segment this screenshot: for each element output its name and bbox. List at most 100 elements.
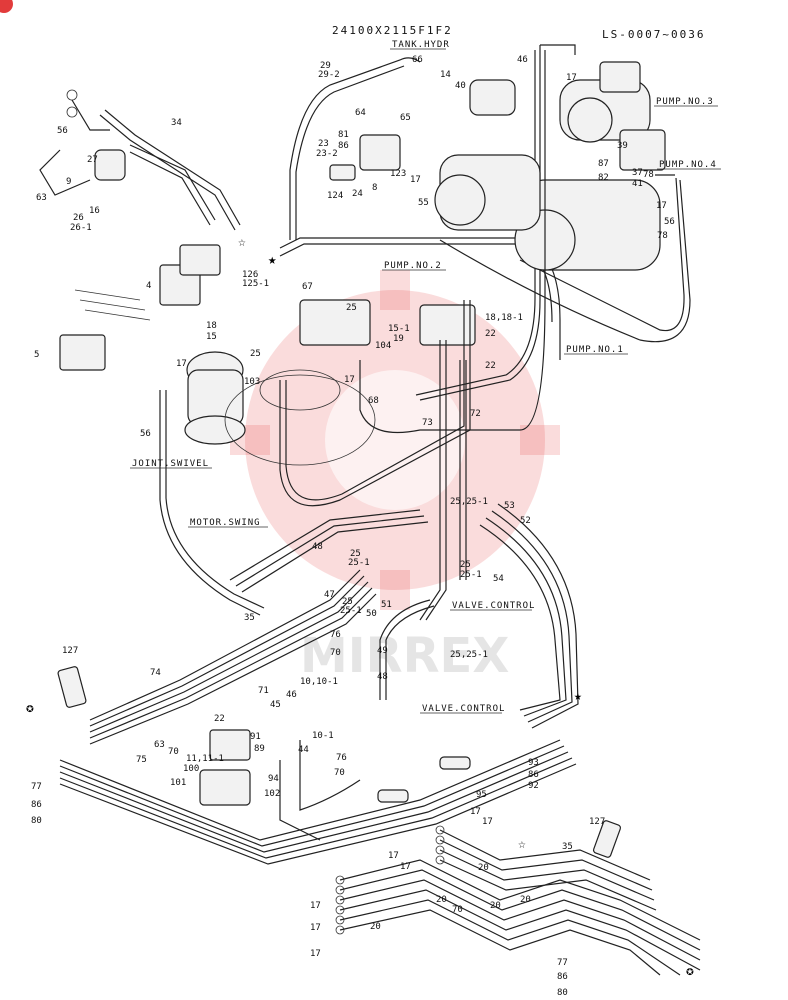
- callout: 65: [400, 113, 411, 123]
- callout: 25-1: [460, 570, 482, 580]
- callout: 47: [324, 590, 335, 600]
- callout: 10-1: [312, 731, 334, 741]
- callout: 73: [422, 418, 433, 428]
- callout: 25,25-1: [450, 650, 488, 660]
- callout: 15: [206, 332, 217, 342]
- callout: 15-1: [388, 324, 410, 334]
- callout: 103: [244, 377, 260, 387]
- callout: 48: [377, 672, 388, 682]
- star-marker-icon: ✪: [26, 701, 34, 716]
- callout: 77: [31, 782, 42, 792]
- caption-pump-no3: PUMP.NO.3: [656, 97, 714, 107]
- callout: 86: [31, 800, 42, 810]
- callout: 9: [66, 177, 71, 187]
- clamp-plate-127-left: [57, 666, 87, 708]
- callout: 123: [390, 169, 406, 179]
- callout: 102: [264, 789, 280, 799]
- callout: 16: [89, 206, 100, 216]
- callout: 46: [286, 690, 297, 700]
- callout: 20: [490, 901, 501, 911]
- callout: 17: [410, 175, 421, 185]
- caption-pump-no1: PUMP.NO.1: [566, 345, 624, 355]
- pump-no3: [559, 61, 651, 143]
- star-outline-icon: ☆: [518, 837, 526, 852]
- callout: 92: [528, 781, 539, 791]
- callout: 56: [664, 217, 675, 227]
- callout: 39: [617, 141, 628, 151]
- callout: 25: [342, 597, 353, 607]
- callout: 63: [154, 740, 165, 750]
- caption-valve-control-1: VALVE.CONTROL: [452, 601, 535, 611]
- callout: 63: [36, 193, 47, 203]
- callout: 18,18-1: [485, 313, 523, 323]
- callout: 18: [206, 321, 217, 331]
- callout-labels: 29 29-2 66 14 40 46 17 64 65 81 86 23 23…: [31, 55, 675, 998]
- callout: 25-1: [340, 606, 362, 616]
- callout: 49: [377, 646, 388, 656]
- fittings-bottom-right: [335, 825, 445, 935]
- callout: 101: [170, 778, 186, 788]
- callout: 17: [482, 817, 493, 827]
- callout: 25: [460, 560, 471, 570]
- star-marker-icon: ★: [268, 252, 277, 268]
- callout: 89: [254, 744, 265, 754]
- callout: 70: [452, 905, 463, 915]
- callout: 126: [242, 270, 258, 280]
- callout: 5: [34, 350, 39, 360]
- callout: 22: [214, 714, 225, 724]
- callout: 48: [312, 542, 323, 552]
- callout: 44: [298, 745, 309, 755]
- caption-pump-no2: PUMP.NO.2: [384, 261, 442, 271]
- pilot-lever-group: [39, 89, 241, 231]
- callout: 23: [318, 139, 329, 149]
- callout: 17: [310, 923, 321, 933]
- callout: 10,10-1: [300, 677, 338, 687]
- callout: 100: [183, 764, 199, 774]
- callout: 70: [334, 768, 345, 778]
- control-valve-upper: [299, 299, 476, 346]
- part-code: 24100X2115F1F2: [332, 24, 453, 37]
- callout: 17: [400, 862, 411, 872]
- callout: 45: [270, 700, 281, 710]
- callout: 125-1: [242, 279, 269, 289]
- callout: 14: [440, 70, 451, 80]
- pipe-bundle-main: [159, 50, 579, 729]
- callout: 91: [250, 732, 261, 742]
- callout: 77: [557, 958, 568, 968]
- callout: 26: [73, 213, 84, 223]
- center-valve-102: [199, 729, 251, 806]
- callout: 67: [302, 282, 313, 292]
- callout: 17: [566, 73, 577, 83]
- callout: 25: [350, 549, 361, 559]
- callout: 20: [478, 863, 489, 873]
- callout: 54: [493, 574, 504, 584]
- callout: 8: [372, 183, 377, 193]
- callout: 17: [310, 901, 321, 911]
- callout: 34: [171, 118, 182, 128]
- callout: 82: [598, 173, 609, 183]
- callout: 76: [336, 753, 347, 763]
- pipe-bundle-bottom-right: [339, 829, 701, 976]
- star-outline-icon: ☆: [238, 235, 246, 250]
- caption-valve-control-2: VALVE.CONTROL: [422, 704, 505, 714]
- callout: 17: [470, 807, 481, 817]
- callout: 22: [485, 329, 496, 339]
- callout: 64: [355, 108, 366, 118]
- callout: 53: [504, 501, 515, 511]
- callout: 29-2: [318, 70, 340, 80]
- star-marker-icon: ✪: [686, 964, 694, 979]
- callout: 37: [632, 168, 643, 178]
- callout: 104: [375, 341, 391, 351]
- callout: 27: [87, 155, 98, 165]
- callout: 70: [330, 648, 341, 658]
- serial-range: LS-0007~0036: [602, 28, 705, 41]
- callout: 127: [62, 646, 78, 656]
- callout: 22: [485, 361, 496, 371]
- callout: 23-2: [316, 149, 338, 159]
- solenoid-block-4: [159, 244, 221, 306]
- callout: 35: [244, 613, 255, 623]
- callout: 66: [412, 55, 423, 65]
- valve-block-top: [329, 134, 401, 181]
- callout: 52: [520, 516, 531, 526]
